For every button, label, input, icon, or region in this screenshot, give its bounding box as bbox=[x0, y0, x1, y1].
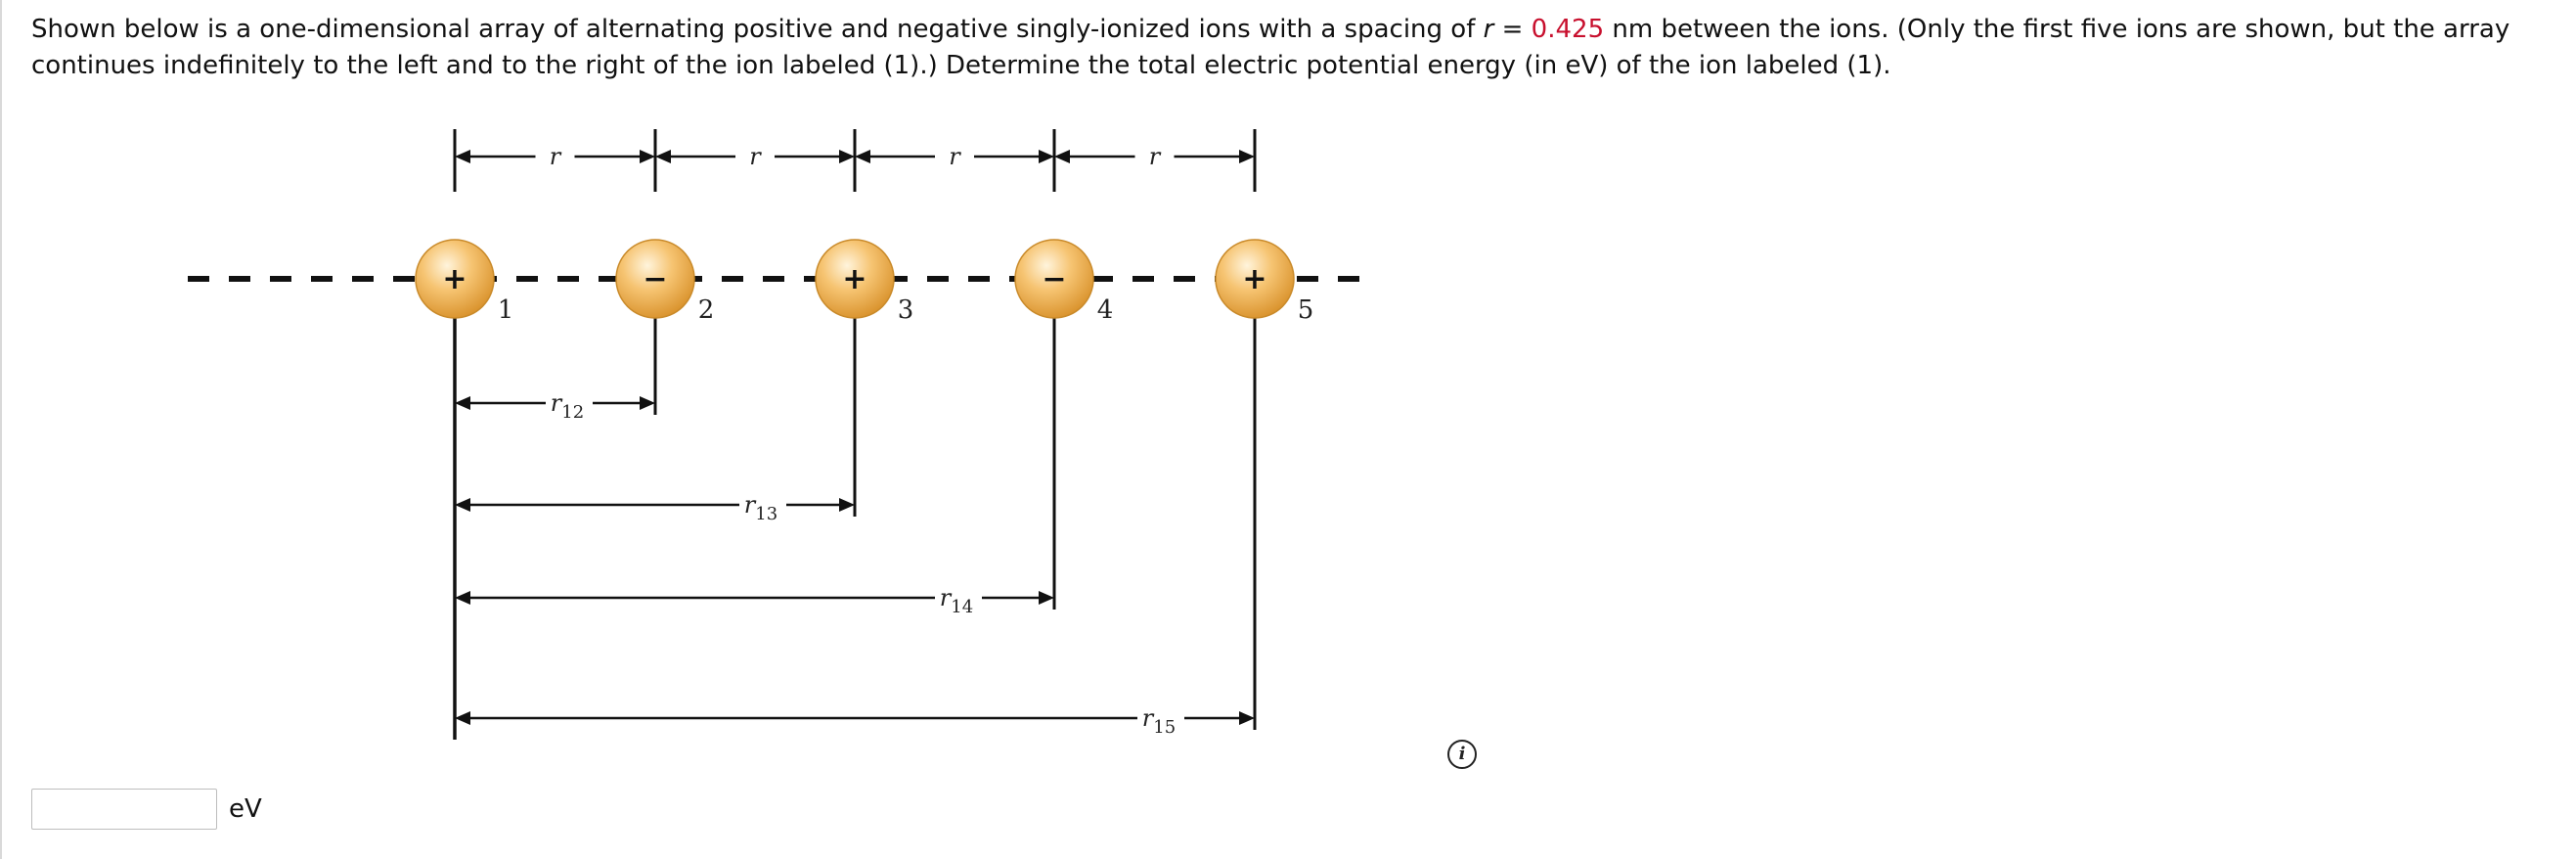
left-border bbox=[0, 0, 2, 859]
r-variable: r bbox=[1483, 15, 1494, 44]
answer-input[interactable] bbox=[31, 789, 217, 830]
equals-sign: = bbox=[1493, 15, 1532, 44]
ion-2-sign: − bbox=[643, 262, 667, 296]
question-part2: nm between the ions. (Only the first fiv… bbox=[31, 15, 2510, 80]
ion-4-sign: − bbox=[1042, 262, 1066, 296]
distance-arrowhead-left-r15 bbox=[455, 711, 470, 725]
spacing-label-r-2: r bbox=[749, 143, 762, 170]
ion-2-label: 2 bbox=[698, 295, 715, 325]
ion-4-label: 4 bbox=[1097, 295, 1114, 325]
spacing-label-r-1: r bbox=[550, 143, 562, 170]
distance-label-r12: r12 bbox=[551, 389, 584, 423]
ion-5-label: 5 bbox=[1298, 295, 1314, 325]
ion-array-diagram: r r r r r12 r13 r14 r15 +1 − 2 +3 − 4 +5 bbox=[188, 129, 1367, 740]
ion-3-sphere bbox=[815, 239, 895, 319]
spacing-arrowhead-right-2 bbox=[839, 150, 855, 163]
question-part1: Shown below is a one-dimensional array o… bbox=[31, 15, 1484, 44]
spacing-arrowhead-right-3 bbox=[1039, 150, 1054, 163]
distance-arrowhead-right-r14 bbox=[1039, 591, 1054, 605]
spacing-arrowhead-right-4 bbox=[1239, 150, 1255, 163]
answer-unit: eV bbox=[229, 794, 262, 824]
spacing-arrowhead-left-3 bbox=[855, 150, 870, 163]
distance-label-r15: r15 bbox=[1142, 704, 1176, 738]
ion-5-sphere bbox=[1215, 239, 1295, 319]
ion-2-sphere bbox=[615, 239, 695, 319]
spacing-arrowhead-left-2 bbox=[655, 150, 671, 163]
ion-5-sign: + bbox=[1242, 262, 1266, 296]
distance-arrowhead-left-r13 bbox=[455, 498, 470, 512]
spacing-arrowhead-left-4 bbox=[1054, 150, 1070, 163]
spacing-label-r-3: r bbox=[949, 143, 961, 170]
spacing-arrowhead-right-1 bbox=[640, 150, 655, 163]
distance-label-r13: r13 bbox=[744, 491, 777, 524]
distance-arrowhead-left-r12 bbox=[455, 396, 470, 410]
ion-3-label: 3 bbox=[898, 295, 914, 325]
distance-label-r14: r14 bbox=[940, 584, 973, 617]
r-value: 0.425 bbox=[1531, 15, 1605, 44]
distance-arrowhead-right-r12 bbox=[640, 396, 655, 410]
question-text: Shown below is a one-dimensional array o… bbox=[31, 12, 2554, 84]
distance-arrowhead-left-r14 bbox=[455, 591, 470, 605]
distance-arrowhead-right-r13 bbox=[839, 498, 855, 512]
ion-4-sphere bbox=[1014, 239, 1094, 319]
spacing-label-r-4: r bbox=[1149, 143, 1162, 170]
spacing-arrowhead-left-1 bbox=[455, 150, 470, 163]
ion-1-sphere bbox=[415, 239, 495, 319]
info-icon[interactable]: i bbox=[1447, 740, 1477, 769]
distance-arrowhead-right-r15 bbox=[1239, 711, 1255, 725]
ion-1-sign: + bbox=[442, 262, 466, 296]
ion-3-sign: + bbox=[842, 262, 866, 296]
ion-1-label: 1 bbox=[498, 295, 514, 325]
answer-row: eV bbox=[31, 789, 262, 830]
